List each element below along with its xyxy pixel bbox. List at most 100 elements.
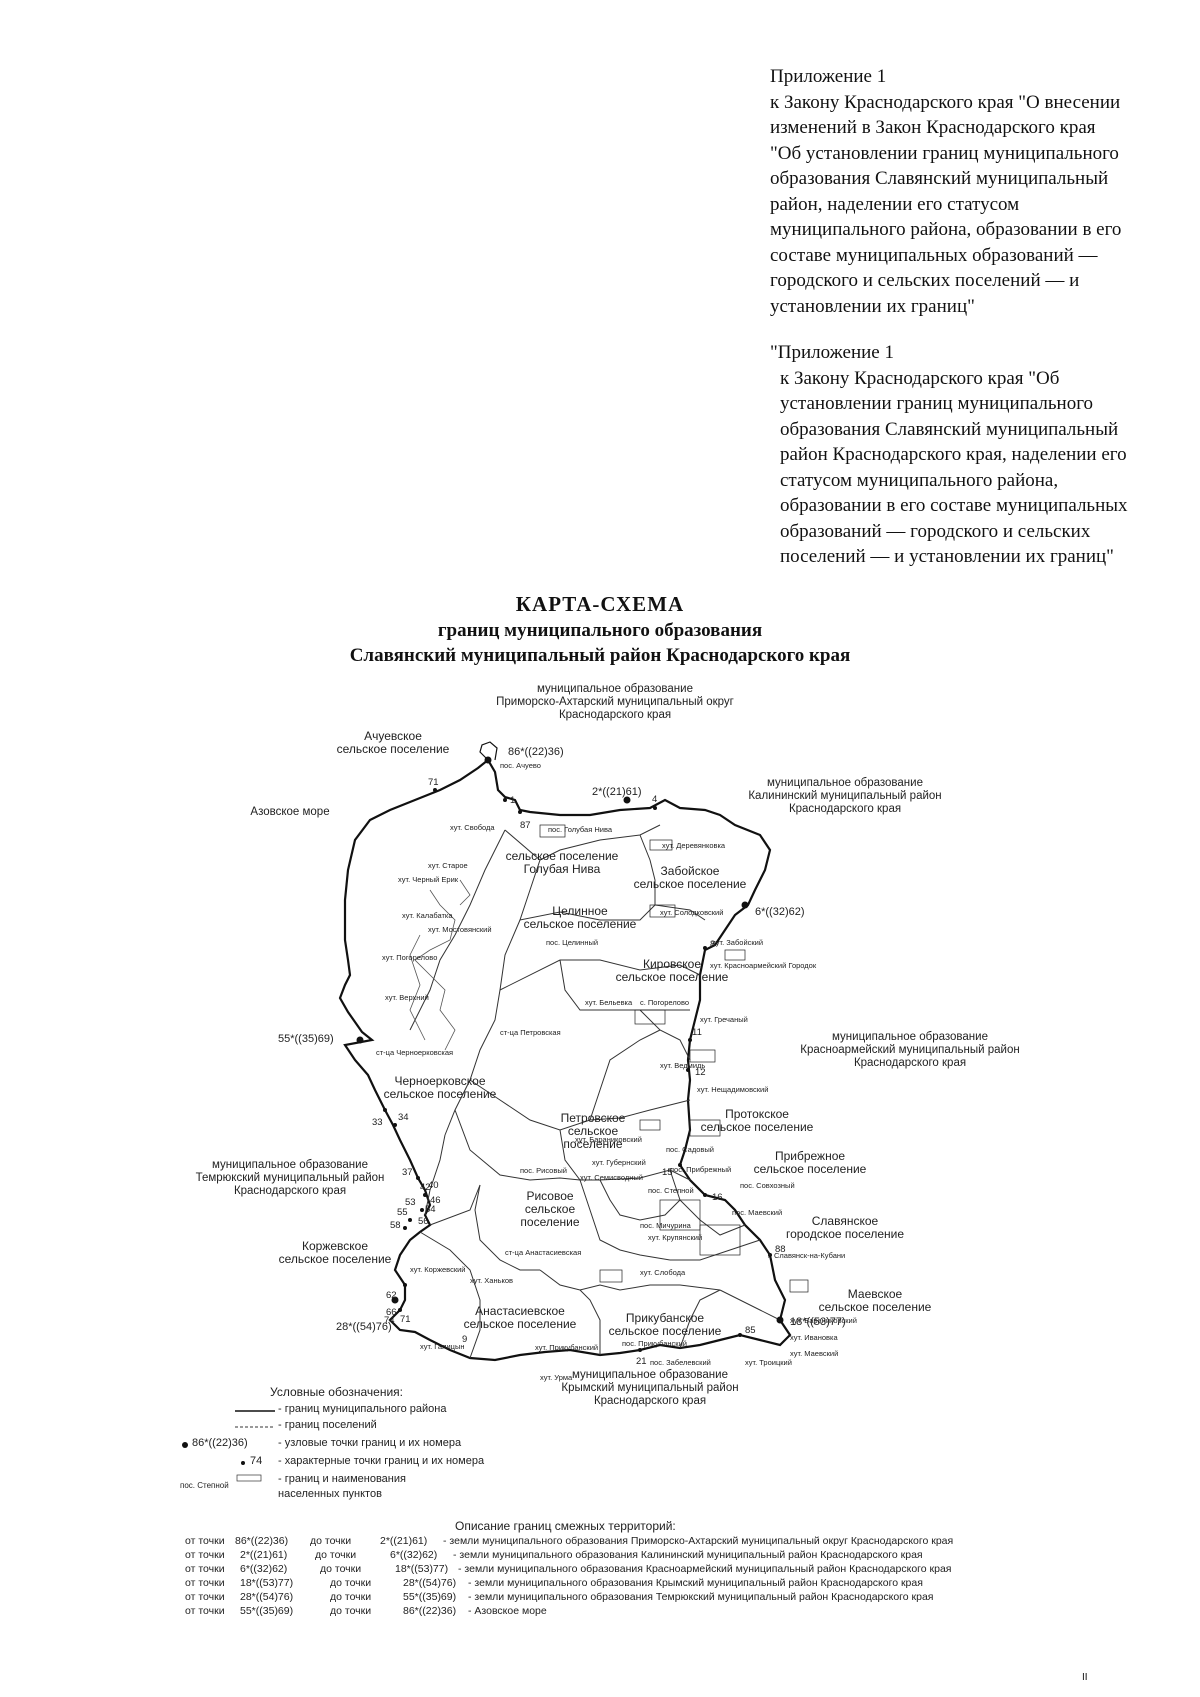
char-point-label: 71 <box>428 777 439 788</box>
legend-text: - границ муниципального района <box>278 1403 447 1415</box>
node-label-6: 6*((32)62) <box>755 906 805 918</box>
achuevskoe-label-2: сельское поселение <box>337 742 450 756</box>
locality-label: хут. Слобода <box>640 1268 686 1277</box>
annotation-line: к Закону Краснодарского края "Об <box>780 367 1060 389</box>
petrovskoe-label: Петровское <box>561 1111 626 1125</box>
annotation-line: "Об установлении границ муниципального <box>770 142 1119 164</box>
prikubanskoe-label: Прикубанское <box>626 1311 704 1325</box>
neighbor-south-line2: Крымский муниципальный район <box>561 1382 738 1394</box>
annotation-line: Приложение 1 <box>770 66 887 87</box>
locality-label: пос. Прибрежный <box>670 1165 731 1174</box>
locality-label: пос. Мичурина <box>640 1221 692 1230</box>
char-point-label: 56 <box>418 1216 429 1227</box>
annotation-line: составе муниципальных образований — <box>770 244 1098 266</box>
neighbor-north-line2: Приморско-Ахтарский муниципальный округ <box>496 696 734 708</box>
to-point: 2*((21)61) <box>380 1535 428 1547</box>
char-point-label: 8 <box>710 939 715 950</box>
tselinnoe-label: Целинное <box>552 904 608 918</box>
locality-label: хут. Ведмидь <box>660 1061 705 1070</box>
node-label-2: 2*((21)61) <box>592 786 642 798</box>
annotation-appendix-2: "Приложение 1 к Закону Краснодарского кр… <box>770 340 1160 570</box>
from-label: от точки <box>185 1605 225 1617</box>
locality-label: хут. Гречаный <box>700 1015 748 1024</box>
char-point-label: 53 <box>405 1197 416 1208</box>
locality-label: хут. Нещадимовский <box>697 1085 768 1094</box>
legend-solid-line-icon <box>180 1403 275 1420</box>
legend-locality-sample: пос. Степной <box>180 1481 229 1490</box>
locality-label: хут. Солодковский <box>660 908 723 917</box>
locality-label: хут. Урма <box>540 1373 573 1382</box>
korzhevskoe-label: Коржевское <box>302 1239 368 1253</box>
legend-title: Условные обозначения: <box>270 1385 403 1399</box>
zaboyskoe-label: Забойское <box>661 864 720 878</box>
golubaya-niva-label: сельское поселение <box>506 849 619 863</box>
neighbor-ne-line3: Краснодарского края <box>789 803 901 815</box>
annotation-line: установлении границ муниципального <box>780 393 1094 414</box>
char-point-label: 87 <box>520 820 531 831</box>
locality-label: пос. Маевский <box>732 1208 782 1217</box>
node-points <box>356 756 784 1324</box>
legend-row-district: - границ муниципального района <box>180 1403 600 1421</box>
locality-label: хут. Бельевка <box>585 998 633 1007</box>
maevskoe-label: Маевское <box>848 1287 903 1301</box>
from-point: 28*((54)76) <box>240 1591 294 1603</box>
neighbor-south-line1: муниципальное образование <box>572 1369 728 1381</box>
locality-label: пос. Прикубанский <box>622 1339 687 1348</box>
char-point-label: 62 <box>386 1290 397 1301</box>
petrovskoe-label-3: поселение <box>563 1137 622 1151</box>
char-point-label: 66 <box>386 1307 397 1318</box>
locality-label: хут. Бараниковский <box>790 1316 857 1325</box>
pribrezhnoe-label-2: сельское поселение <box>754 1162 867 1176</box>
neighbor-south-line3: Краснодарского края <box>594 1395 706 1407</box>
legend-row-locality: пос. Степной - границ и наименования <box>180 1473 600 1491</box>
territory-text: - земли муниципального образования Темрю… <box>468 1591 934 1603</box>
locality-label: хут. Коржевский <box>410 1265 465 1274</box>
annotation-line: образований — городского и сельских <box>780 520 1091 542</box>
locality-label: хут. Губернский <box>592 1158 646 1167</box>
char-point-label: 46 <box>430 1195 441 1206</box>
neighbor-west-line2: Темрюкский муниципальный район <box>196 1172 385 1184</box>
locality-label: хут. Красноармейский Городок <box>710 961 817 970</box>
char-point-label: 9 <box>462 1334 467 1345</box>
map-subtitle: границ муниципального образования <box>437 620 763 641</box>
annotation-line: изменений в Закон Краснодарского края <box>770 117 1096 138</box>
legend-text: - характерные точки границ и их номера <box>278 1455 485 1467</box>
legend-text: - узловые точки границ и их номера <box>278 1437 462 1449</box>
legend-char-sample: 74 <box>250 1455 263 1467</box>
from-point: 55*((35)69) <box>240 1605 294 1617</box>
locality-label: г. Славянск-на-Кубани <box>768 1251 845 1260</box>
prikubanskoe-label-2: сельское поселение <box>609 1324 722 1338</box>
annotation-line: городского и сельских поселений — и <box>770 270 1080 291</box>
char-point-label: 15 <box>662 1167 673 1178</box>
legend-text: - границ поселений <box>278 1419 377 1431</box>
sea-label: Азовское море <box>250 806 329 818</box>
locality-label: пос. Забелевский <box>650 1358 711 1367</box>
locality-label: с. Погорелово <box>640 998 689 1007</box>
legend-text: населенных пунктов <box>278 1488 382 1500</box>
annotation-appendix-1: Приложение 1 к Закону Краснодарского кра… <box>770 64 1160 319</box>
locality-label: хут. Свобода <box>450 823 495 832</box>
char-point-label: 16 <box>712 1192 723 1203</box>
locality-label: пос. Совхозный <box>740 1181 795 1190</box>
to-label: до точки <box>315 1549 357 1561</box>
to-label: до точки <box>320 1563 362 1575</box>
neighbor-west-line3: Краснодарского края <box>234 1185 346 1197</box>
achuevskoe-label: Ачуевское <box>364 729 422 743</box>
char-point-label: 88 <box>775 1244 786 1255</box>
legend-row-settlements: - границ поселений <box>180 1419 600 1437</box>
to-label: до точки <box>330 1605 372 1617</box>
locality-label: хут. Семисводный <box>580 1173 643 1182</box>
risovoe-label-2: сельское <box>525 1202 576 1216</box>
char-point-label: 55 <box>397 1207 408 1218</box>
territory-text: - земли муниципального образования Красн… <box>458 1563 952 1575</box>
locality-markers <box>539 824 809 1293</box>
annotation-line: образования Славянский муниципальный <box>780 418 1119 440</box>
annotation-line: к Закону Краснодарского края "О внесении <box>770 91 1121 113</box>
locality-label: ст-ца Черноерковская <box>376 1048 453 1057</box>
map-subtitle-2: Славянский муниципальный район Краснодар… <box>349 645 851 666</box>
map-title: КАРТА-СХЕМА <box>515 592 685 616</box>
legend-node-sample: 86*((22)36) <box>192 1437 248 1449</box>
locality-label: хут. Деревянковка <box>662 841 726 850</box>
locality-label: хут. Ханьков <box>470 1276 513 1285</box>
